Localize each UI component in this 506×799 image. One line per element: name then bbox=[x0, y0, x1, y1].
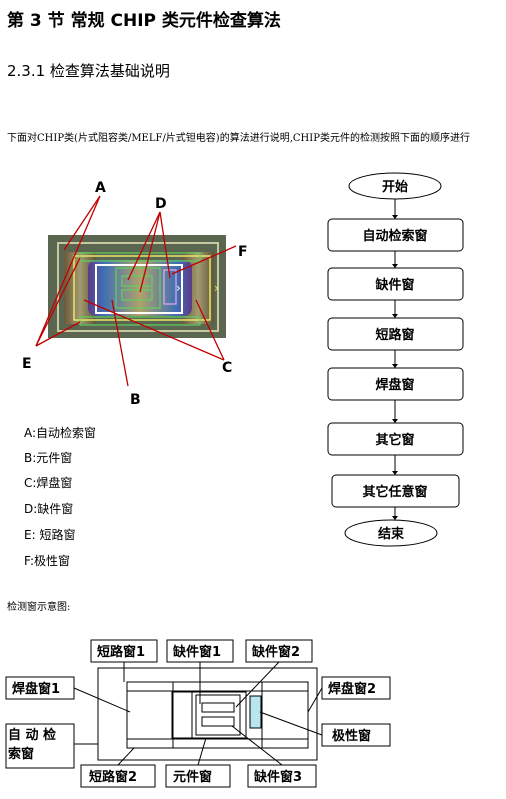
component-window bbox=[95, 264, 183, 314]
auto-search-window bbox=[73, 255, 211, 321]
window-schematic: 短路窗1 缺件窗1 缺件窗2 焊盘窗1 焊盘窗2 极性窗 短路窗2 元件窗 缺件… bbox=[5, 639, 391, 788]
flowchart: 开始 自动检索窗 缺件窗 短路窗 焊盘窗 其它窗 其它任意窗 结束 bbox=[327, 172, 464, 547]
missing-window-1 bbox=[115, 267, 161, 309]
label-auto-container: 自 动 检 索窗 bbox=[8, 728, 57, 762]
flow-end-label: 结束 bbox=[378, 526, 405, 542]
pointer-d-1 bbox=[127, 211, 161, 281]
flow-arrowhead bbox=[392, 264, 398, 268]
leader-pad2 bbox=[307, 687, 323, 713]
schematic-short-bar-top bbox=[126, 681, 309, 692]
flow-arrowhead bbox=[392, 364, 398, 368]
pad-arrow-icon: › bbox=[214, 281, 219, 295]
diagram-caption: 检测窗示意图: bbox=[7, 602, 71, 613]
missing-window-2 bbox=[121, 275, 153, 287]
schematic-polarity-window bbox=[249, 695, 262, 729]
label-miss3: 缺件窗3 bbox=[253, 769, 302, 785]
schematic-pad-right bbox=[261, 681, 309, 749]
pointer-c-2 bbox=[195, 299, 225, 361]
flow-step-6-label: 其它任意窗 bbox=[362, 484, 427, 500]
label-short2: 短路窗2 bbox=[89, 769, 137, 785]
flow-start-label: 开始 bbox=[382, 179, 408, 195]
label-auto: 自 动 检 索窗 bbox=[8, 728, 57, 762]
label-polarity: 极性窗 bbox=[332, 728, 371, 744]
label-pad2: 焊盘窗2 bbox=[328, 681, 376, 697]
flow-end-shape bbox=[344, 519, 438, 547]
subsection-title: 2.3.1 检查算法基础说明 bbox=[7, 62, 170, 80]
photo-label-f: F bbox=[238, 244, 248, 260]
photo-label-e: E bbox=[22, 356, 32, 372]
leader-pad1 bbox=[73, 687, 131, 713]
leader-short2 bbox=[117, 747, 135, 766]
flow-step-3-label: 短路窗 bbox=[375, 327, 414, 343]
pointer-d-3 bbox=[159, 211, 171, 279]
schematic-short-bar-bottom bbox=[126, 738, 309, 749]
flow-step-1-label: 自动检索窗 bbox=[362, 228, 427, 244]
label-miss2: 缺件窗2 bbox=[251, 644, 300, 660]
photo-frame bbox=[57, 242, 219, 332]
schematic-missing-3 bbox=[201, 716, 235, 727]
flow-step-2-label: 缺件窗 bbox=[374, 277, 414, 293]
section-title: 第 3 节 常规 CHIP 类元件检查算法 bbox=[7, 11, 281, 31]
pointer-a-2 bbox=[35, 195, 101, 347]
chip-body bbox=[88, 260, 192, 316]
legend-item-b: B:元件窗 bbox=[24, 451, 73, 465]
missing-window-3 bbox=[121, 289, 153, 301]
flow-arrowhead bbox=[392, 215, 398, 219]
legend-item-d: D:缺件窗 bbox=[24, 502, 74, 516]
label-comp: 元件窗 bbox=[173, 769, 212, 785]
flow-step-5-label: 其它窗 bbox=[375, 432, 414, 448]
polarity-window bbox=[163, 269, 177, 305]
schematic-missing-2 bbox=[201, 702, 235, 713]
label-miss1: 缺件窗1 bbox=[172, 644, 221, 660]
photo-label-b: B bbox=[130, 392, 141, 408]
flow-arrowhead bbox=[392, 314, 398, 318]
chip-photo-figure: › › A D F E C B bbox=[22, 180, 248, 408]
legend-item-f: F:极性窗 bbox=[24, 554, 71, 568]
intro-paragraph: 下面对CHIP类(片式阻容类/MELF/片式钽电容)的算法进行说明,CHIP类元… bbox=[7, 133, 470, 144]
pointer-b bbox=[111, 299, 129, 387]
pointer-e-1 bbox=[35, 257, 81, 347]
pointer-a-1 bbox=[63, 195, 101, 251]
photo-label-d: D bbox=[155, 196, 167, 212]
leader-miss3 bbox=[231, 725, 283, 766]
leader-polarity bbox=[259, 711, 323, 736]
pointer-e-2 bbox=[35, 321, 81, 347]
leader-comp bbox=[197, 737, 207, 766]
flow-step-4-label: 焊盘窗 bbox=[375, 377, 414, 393]
schematic-component-window bbox=[171, 691, 247, 739]
photo-label-a: A bbox=[95, 180, 106, 196]
flow-arrowhead bbox=[392, 419, 398, 423]
photo-label-c: C bbox=[222, 360, 232, 376]
label-pad1: 焊盘窗1 bbox=[12, 681, 60, 697]
schematic-missing-1 bbox=[195, 694, 241, 736]
legend-item-a: A:自动检索窗 bbox=[24, 426, 97, 440]
pointer-f bbox=[171, 245, 237, 275]
flow-arrowhead bbox=[392, 516, 398, 520]
legend-item-c: C:焊盘窗 bbox=[24, 476, 73, 490]
leader-miss2 bbox=[235, 661, 280, 708]
short-window-bottom bbox=[79, 316, 201, 326]
flow-arrowhead bbox=[392, 471, 398, 475]
schematic-pad-left bbox=[126, 681, 174, 749]
label-short1: 短路窗1 bbox=[97, 644, 145, 660]
schematic-auto-window bbox=[97, 667, 318, 761]
legend-item-e: E: 短路窗 bbox=[24, 528, 76, 542]
pointer-d-2 bbox=[139, 211, 161, 293]
polarity-arrow-icon: › bbox=[176, 281, 181, 295]
pointer-c-1 bbox=[83, 299, 225, 361]
label-box-auto bbox=[5, 723, 75, 769]
